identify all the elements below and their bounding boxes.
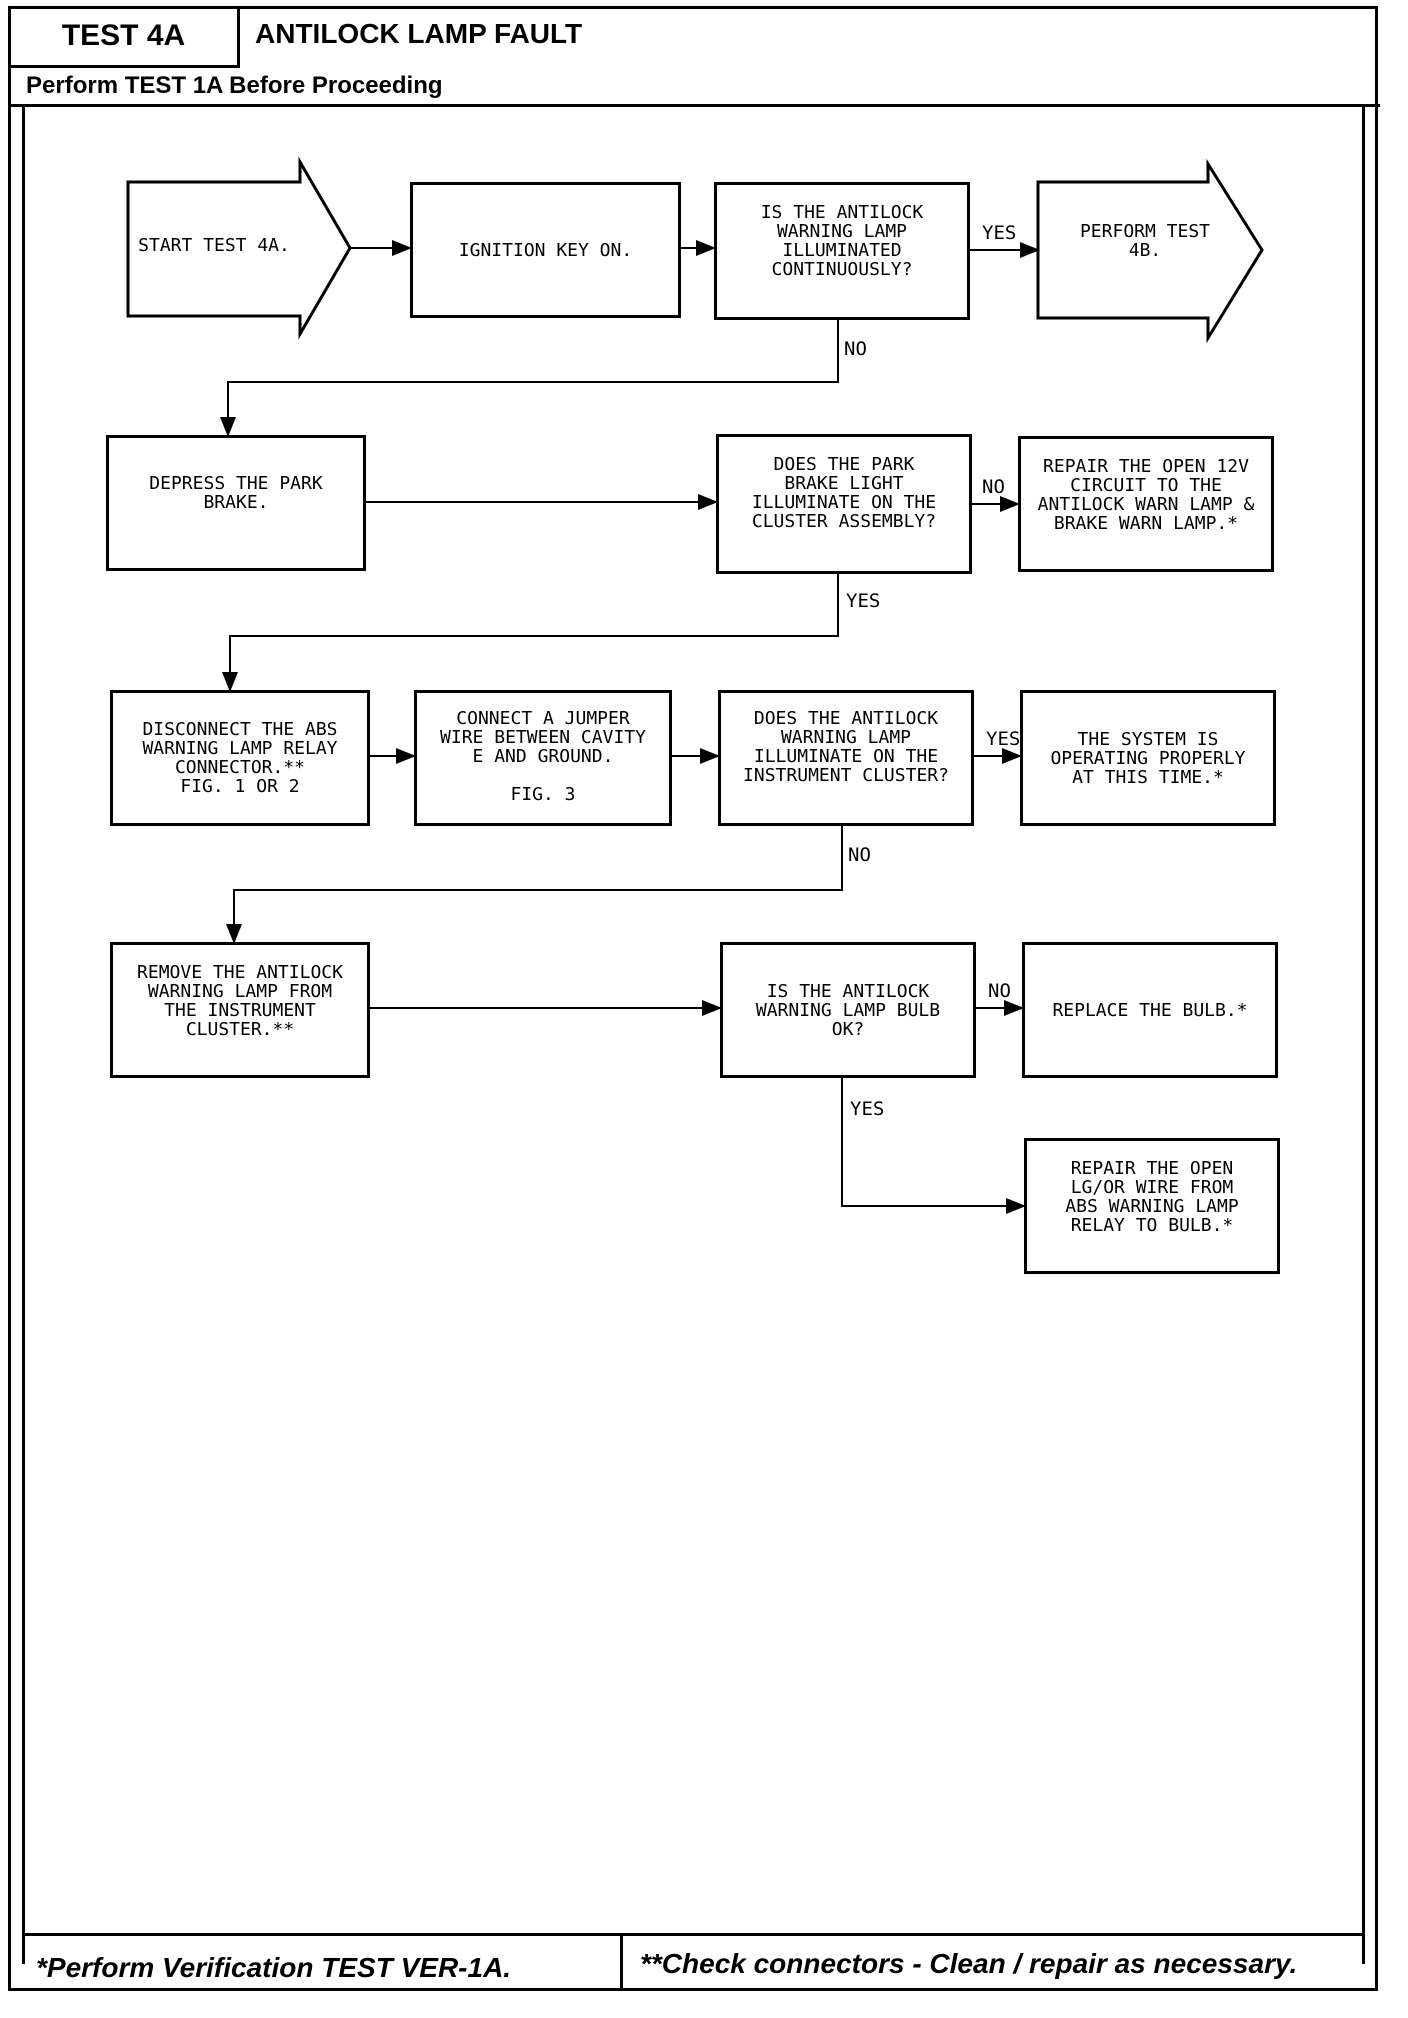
edge-label-no-3: NO — [848, 844, 871, 866]
node-start: START TEST 4A. — [138, 235, 290, 256]
edge-label-no-1: NO — [844, 338, 867, 360]
node-repair-12v: REPAIR THE OPEN 12V CIRCUIT TO THE ANTIL… — [1018, 436, 1274, 572]
footer-divider — [22, 1933, 1365, 1936]
inner-border-right — [1362, 104, 1365, 1964]
edge-label-no-4: NO — [988, 980, 1011, 1002]
edge-q3-no — [226, 826, 843, 944]
node-system-ok: THE SYSTEM IS OPERATING PROPERLY AT THIS… — [1020, 690, 1276, 826]
edge-q4-yes — [841, 1078, 1026, 1214]
footer-note-verification: *Perform Verification TEST VER-1A. — [36, 1952, 512, 1983]
node-remove-lamp: REMOVE THE ANTILOCK WARNING LAMP FROM TH… — [110, 942, 370, 1078]
edge-q2-yes — [222, 574, 839, 692]
header-divider — [10, 104, 1380, 107]
inner-border-left — [22, 104, 25, 1964]
test-id: TEST 4A — [10, 6, 240, 68]
node-perform-4b: PERFORM TEST 4B. — [1079, 221, 1211, 261]
node-disconnect-relay: DISCONNECT THE ABS WARNING LAMP RELAY CO… — [110, 690, 370, 826]
edge-label-yes-2: YES — [846, 590, 881, 612]
node-replace-bulb: REPLACE THE BULB.* — [1022, 942, 1278, 1078]
perform-4b-arrow-shape — [1036, 158, 1264, 344]
node-q-bulb-ok: IS THE ANTILOCK WARNING LAMP BULB OK? — [720, 942, 976, 1078]
node-ignition: IGNITION KEY ON. — [410, 182, 681, 318]
node-q-antilock-illum: DOES THE ANTILOCK WARNING LAMP ILLUMINAT… — [718, 690, 974, 826]
edge-label-yes-4: YES — [850, 1098, 885, 1120]
test-title: ANTILOCK LAMP FAULT — [255, 18, 583, 49]
node-connect-jumper: CONNECT A JUMPER WIRE BETWEEN CAVITY E A… — [414, 690, 672, 826]
footer-separator — [620, 1933, 623, 1991]
edge-label-yes-3: YES — [986, 728, 1021, 750]
node-q-continuous: IS THE ANTILOCK WARNING LAMP ILLUMINATED… — [714, 182, 970, 320]
edge-label-no-2: NO — [982, 476, 1005, 498]
start-arrow-shape — [126, 156, 352, 340]
node-depress-brake: DEPRESS THE PARK BRAKE. — [106, 435, 366, 571]
node-q-park-light: DOES THE PARK BRAKE LIGHT ILLUMINATE ON … — [716, 434, 972, 574]
edge-q1-no — [220, 320, 839, 437]
prerequisite-note: Perform TEST 1A Before Proceeding — [26, 72, 443, 99]
node-repair-wire: REPAIR THE OPEN LG/OR WIRE FROM ABS WARN… — [1024, 1138, 1280, 1274]
edge-label-yes-1: YES — [982, 222, 1017, 244]
page-frame — [8, 6, 1378, 1991]
footer-note-connectors: **Check connectors - Clean / repair as n… — [640, 1948, 1298, 1979]
